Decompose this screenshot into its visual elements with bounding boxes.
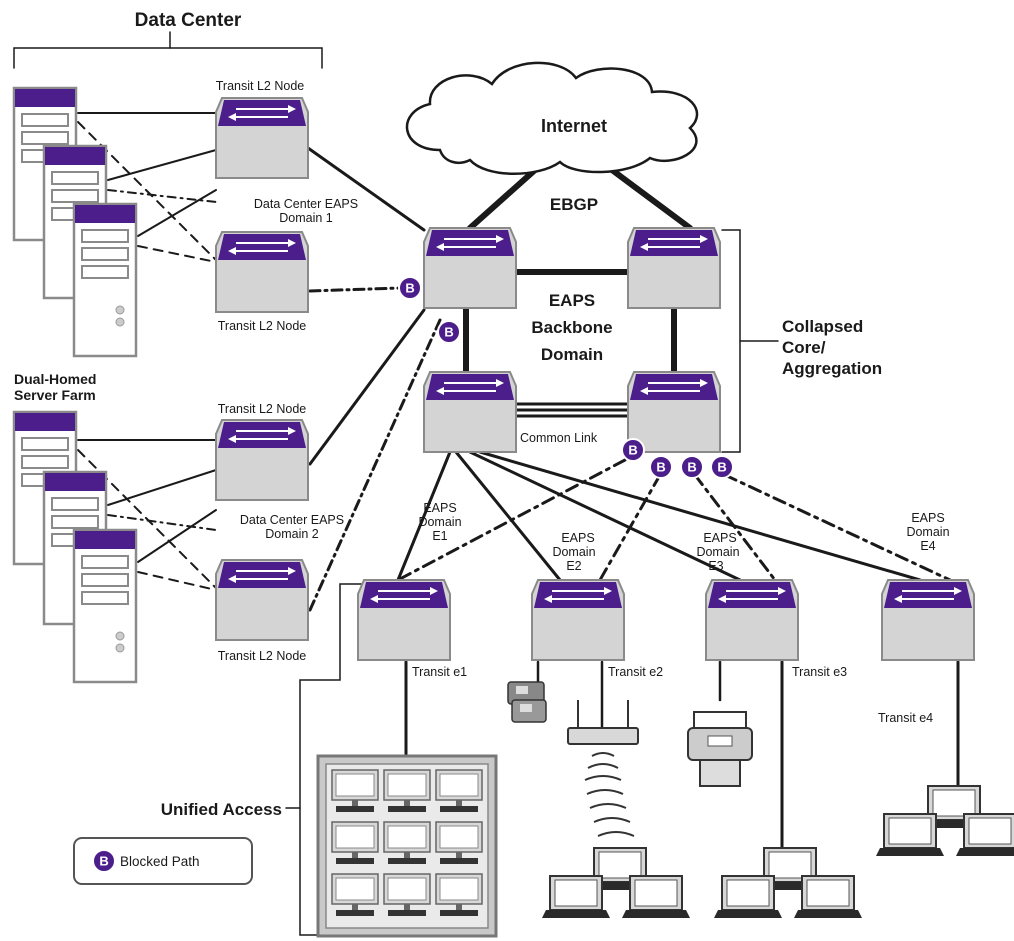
transit-e4-label: Transit e4 [878,711,933,725]
edge-domain-e4-l3: E4 [920,539,935,553]
collapsed-line3: Aggregation [782,359,882,378]
legend: B Blocked Path [73,837,253,885]
laptop-group-e4 [875,785,1014,857]
dc-eaps-domain-2-line1: Data Center EAPS [240,513,344,527]
transit-e3-label: Transit e3 [792,665,847,679]
eaps-backbone-line3: Domain [541,345,603,364]
common-link-label: Common Link [520,431,598,445]
server-farm-top [12,86,138,358]
eaps-backbone-line2: Backbone [531,318,612,337]
blocked-marker-icon: B [621,438,645,462]
laptop-group-e3 [713,847,863,919]
svg-text:B: B [717,460,726,475]
links [13,31,960,936]
blocked-legend-icon: B [92,849,116,873]
blocked-markers: B B B B B B [398,276,734,479]
edge-domain-e3-l3: E3 [708,559,723,573]
blocked-path-label: Blocked Path [120,854,200,869]
blocked-marker-icon: B [398,276,422,300]
server-farm-bottom [12,410,138,684]
edge-domain-e3-l1: EAPS [703,531,736,545]
collapsed-line1: Collapsed [782,317,863,336]
switches [215,97,975,661]
unified-access-label: Unified Access [161,800,282,819]
transit-l2-node-label: Transit L2 Node [218,319,307,333]
transit-e2-label: Transit e2 [608,665,663,679]
transit-e1-label: Transit e1 [412,665,467,679]
printer-icon [687,711,753,787]
edge-domain-e2-l1: EAPS [561,531,594,545]
labels: Data Center Transit L2 Node Transit L2 N… [14,10,950,819]
svg-text:B: B [444,325,453,340]
edge-domain-e2-l2: Domain [552,545,595,559]
wireless-ap-icon [567,700,639,837]
edge-domain-e1-l2: Domain [418,515,461,529]
laptop-group-e2 [541,847,691,919]
ip-phone-icon [507,681,547,723]
dual-homed-line1: Dual-Homed [14,371,96,387]
svg-text:B: B [628,443,637,458]
svg-text:B: B [405,281,414,296]
internet-cloud: Internet [405,61,699,175]
transit-l2-node-label: Transit L2 Node [216,79,305,93]
dual-homed-line2: Server Farm [14,387,96,403]
blocked-marker-icon: B [437,320,461,344]
blocked-marker-icon: B [680,455,704,479]
unified-access-panel [316,754,498,938]
blocked-marker-icon: B [649,455,673,479]
edge-domain-e4-l2: Domain [906,525,949,539]
edge-domain-e4-l1: EAPS [911,511,944,525]
dc-eaps-domain-2-line2: Domain 2 [265,527,319,541]
transit-l2-node-label: Transit L2 Node [218,402,307,416]
ebgp-label: EBGP [550,195,598,214]
svg-text:B: B [99,854,108,869]
edge-domain-e3-l2: Domain [696,545,739,559]
internet-label: Internet [541,116,607,136]
eaps-backbone-line1: EAPS [549,291,595,310]
blocked-marker-icon: B [710,455,734,479]
dc-eaps-domain-1-line1: Data Center EAPS [254,197,358,211]
collapsed-line2: Core/ [782,338,826,357]
edge-domain-e2-l3: E2 [566,559,581,573]
svg-text:B: B [656,460,665,475]
data-center-title: Data Center [135,10,242,31]
edge-domain-e1-l3: E1 [432,529,447,543]
transit-l2-node-label: Transit L2 Node [218,649,307,663]
dc-eaps-domain-1-line2: Domain 1 [279,211,333,225]
edge-domain-e1-l1: EAPS [423,501,456,515]
svg-text:B: B [687,460,696,475]
